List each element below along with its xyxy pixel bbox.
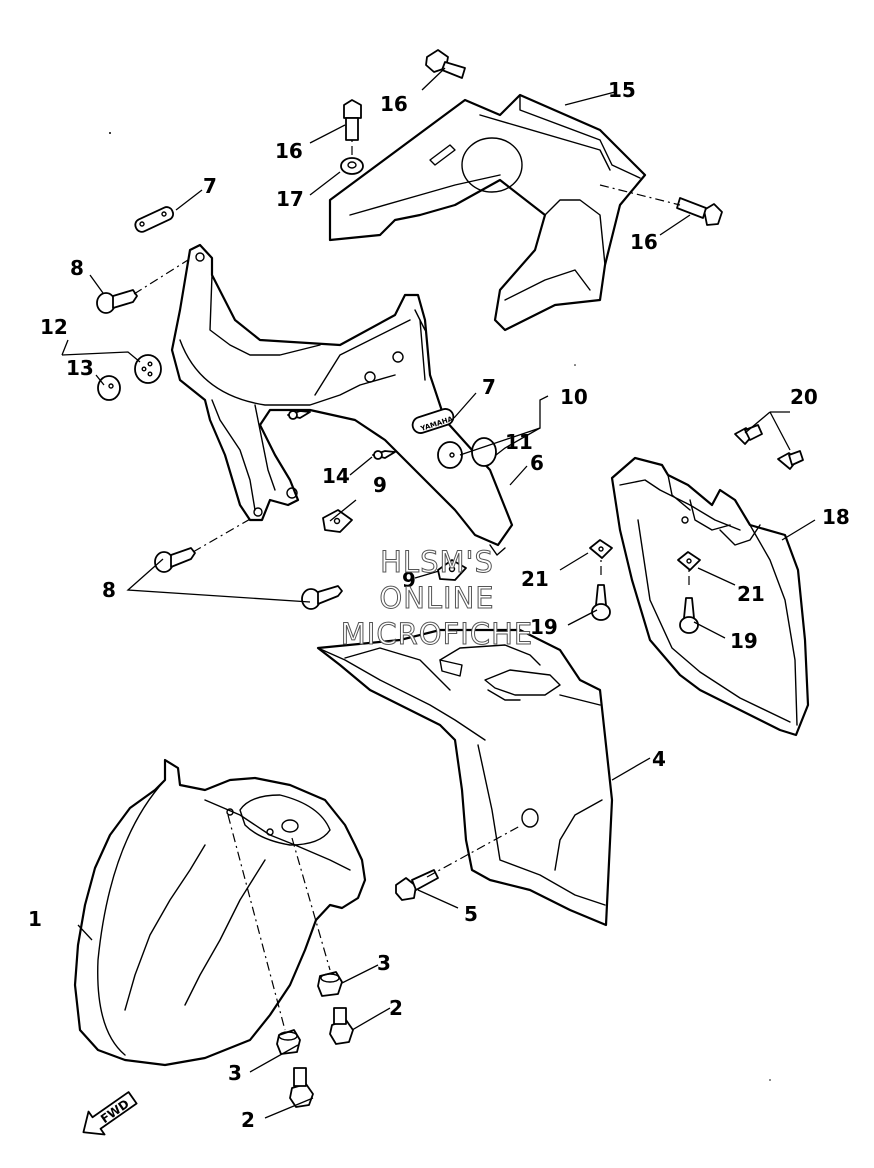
grommet-part-10 <box>437 441 463 469</box>
callout-19: 19 <box>530 615 558 639</box>
callout-17: 17 <box>276 187 304 211</box>
callout-2: 2 <box>389 996 403 1020</box>
watermark-line-1: HLSM'S <box>380 545 494 579</box>
callout-4: 4 <box>652 747 666 771</box>
callout-11: 11 <box>505 430 533 454</box>
callout-5: 5 <box>464 902 478 926</box>
watermark-line-3: MICROFICHE <box>341 617 533 651</box>
callout-7: 7 <box>203 174 217 198</box>
callout-21: 21 <box>521 567 549 591</box>
clip-nut-part-9 <box>322 509 467 581</box>
screw-part-14 <box>287 410 396 460</box>
callout-16: 16 <box>275 139 303 163</box>
callout-20: 20 <box>790 385 818 409</box>
callout-numbers: 1 2 2 3 3 4 5 6 7 7 8 8 9 9 10 11 12 13 … <box>28 78 850 1132</box>
screw-part-20 <box>734 424 804 470</box>
upper-bracket-part-15 <box>328 93 647 332</box>
plate-part-7 <box>134 206 175 233</box>
grommet-part-13 <box>97 375 121 401</box>
washer-part-17 <box>340 157 364 175</box>
callout-9: 9 <box>402 568 416 592</box>
callout-16: 16 <box>630 230 658 254</box>
grommet-part-12 <box>134 354 162 384</box>
watermark: HLSM'S ONLINE MICROFICHE <box>340 545 533 652</box>
bolt-part-16 <box>343 49 723 226</box>
callout-9: 9 <box>373 473 387 497</box>
leader-lines <box>61 67 816 1119</box>
callout-16: 16 <box>380 92 408 116</box>
scan-specks <box>109 132 771 1081</box>
callout-19: 19 <box>730 629 758 653</box>
fwd-arrow-icon: FWD <box>82 1091 138 1136</box>
callout-12: 12 <box>40 315 68 339</box>
clip-nut-part-21 <box>589 539 701 571</box>
callout-13: 13 <box>66 356 94 380</box>
assembly-lines <box>133 140 690 1031</box>
nut-part-3 <box>276 971 343 1055</box>
screw-part-8 <box>96 289 343 610</box>
callout-21: 21 <box>737 582 765 606</box>
callout-8: 8 <box>102 578 116 602</box>
callout-3: 3 <box>228 1061 242 1085</box>
callout-6: 6 <box>530 451 544 475</box>
callout-15: 15 <box>608 78 636 102</box>
front-cover-part-6 <box>170 243 514 556</box>
callout-1: 1 <box>28 907 42 931</box>
mud-flap-part-18 <box>610 456 810 737</box>
callout-18: 18 <box>822 505 850 529</box>
inner-panel-part-4 <box>316 628 614 927</box>
callout-8: 8 <box>70 256 84 280</box>
callout-7: 7 <box>482 375 496 399</box>
callout-2: 2 <box>241 1108 255 1132</box>
front-fender-part-1 <box>73 758 367 1067</box>
watermark-line-2: ONLINE <box>379 581 494 615</box>
callout-3: 3 <box>377 951 391 975</box>
cap-part-11 <box>471 437 497 467</box>
callout-10: 10 <box>560 385 588 409</box>
bolt-part-2 <box>289 1007 354 1108</box>
callout-14: 14 <box>322 464 350 488</box>
